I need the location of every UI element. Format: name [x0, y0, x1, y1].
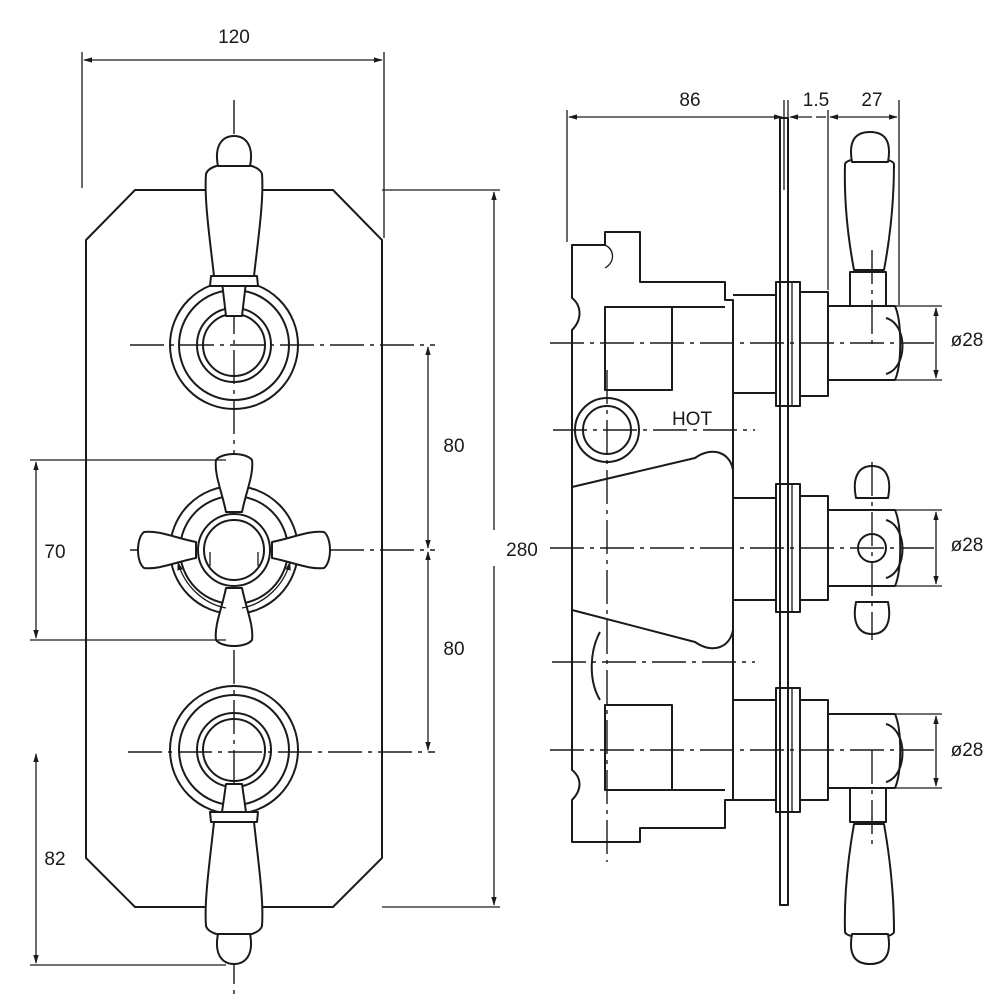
dim-label-handle-projection: 27	[861, 90, 882, 111]
dim-handle-projection: 27	[827, 90, 900, 305]
dim-label-spacing-top: 80	[443, 436, 464, 457]
dim-body-depth: 86	[566, 90, 785, 242]
side-valve-body	[571, 231, 734, 843]
dim-middle-trim: 70	[30, 459, 226, 641]
dim-bottom-offset: 82	[30, 753, 226, 966]
dim-label-bottom-offset: 82	[44, 849, 65, 870]
dim-label-middle-trim: 70	[44, 542, 65, 563]
side-top-valve	[733, 131, 904, 407]
hot-label: HOT	[672, 409, 713, 430]
dim-diameter-top: ø28	[895, 305, 984, 381]
dim-label-spacing-bottom: 80	[443, 639, 464, 660]
side-center-lines	[550, 250, 935, 862]
dim-label-diameter-middle: ø28	[951, 535, 984, 556]
dim-overall-height: 280	[382, 189, 538, 908]
front-middle-valve	[137, 453, 331, 647]
dim-label-front-width: 120	[218, 27, 250, 48]
dim-plate-thickness: 1.5	[787, 90, 829, 190]
front-top-valve	[169, 135, 299, 410]
side-top-cartridge-block	[604, 306, 673, 391]
side-bottom-valve	[733, 687, 904, 965]
dim-label-body-depth: 86	[679, 90, 700, 111]
side-wall-plate	[779, 117, 789, 906]
side-thermostat-cone	[571, 450, 734, 650]
dim-label-diameter-top: ø28	[951, 330, 984, 351]
dim-center-spacing: 80 80	[425, 346, 465, 751]
front-view: 120 80 80 70 82	[30, 27, 465, 998]
dim-diameter-middle: ø28	[895, 509, 984, 587]
dim-label-diameter-bottom: ø28	[951, 740, 984, 761]
dim-diameter-bottom: ø28	[895, 713, 984, 789]
front-backplate	[85, 189, 383, 908]
dim-label-overall-height: 280	[506, 540, 538, 561]
dim-front-width: 120	[81, 27, 385, 238]
side-bottom-cartridge-block	[604, 704, 673, 791]
side-middle-valve	[733, 465, 904, 635]
side-view: HOT	[382, 90, 984, 965]
front-bottom-valve	[169, 685, 299, 965]
dim-label-plate-thickness: 1.5	[803, 90, 829, 111]
